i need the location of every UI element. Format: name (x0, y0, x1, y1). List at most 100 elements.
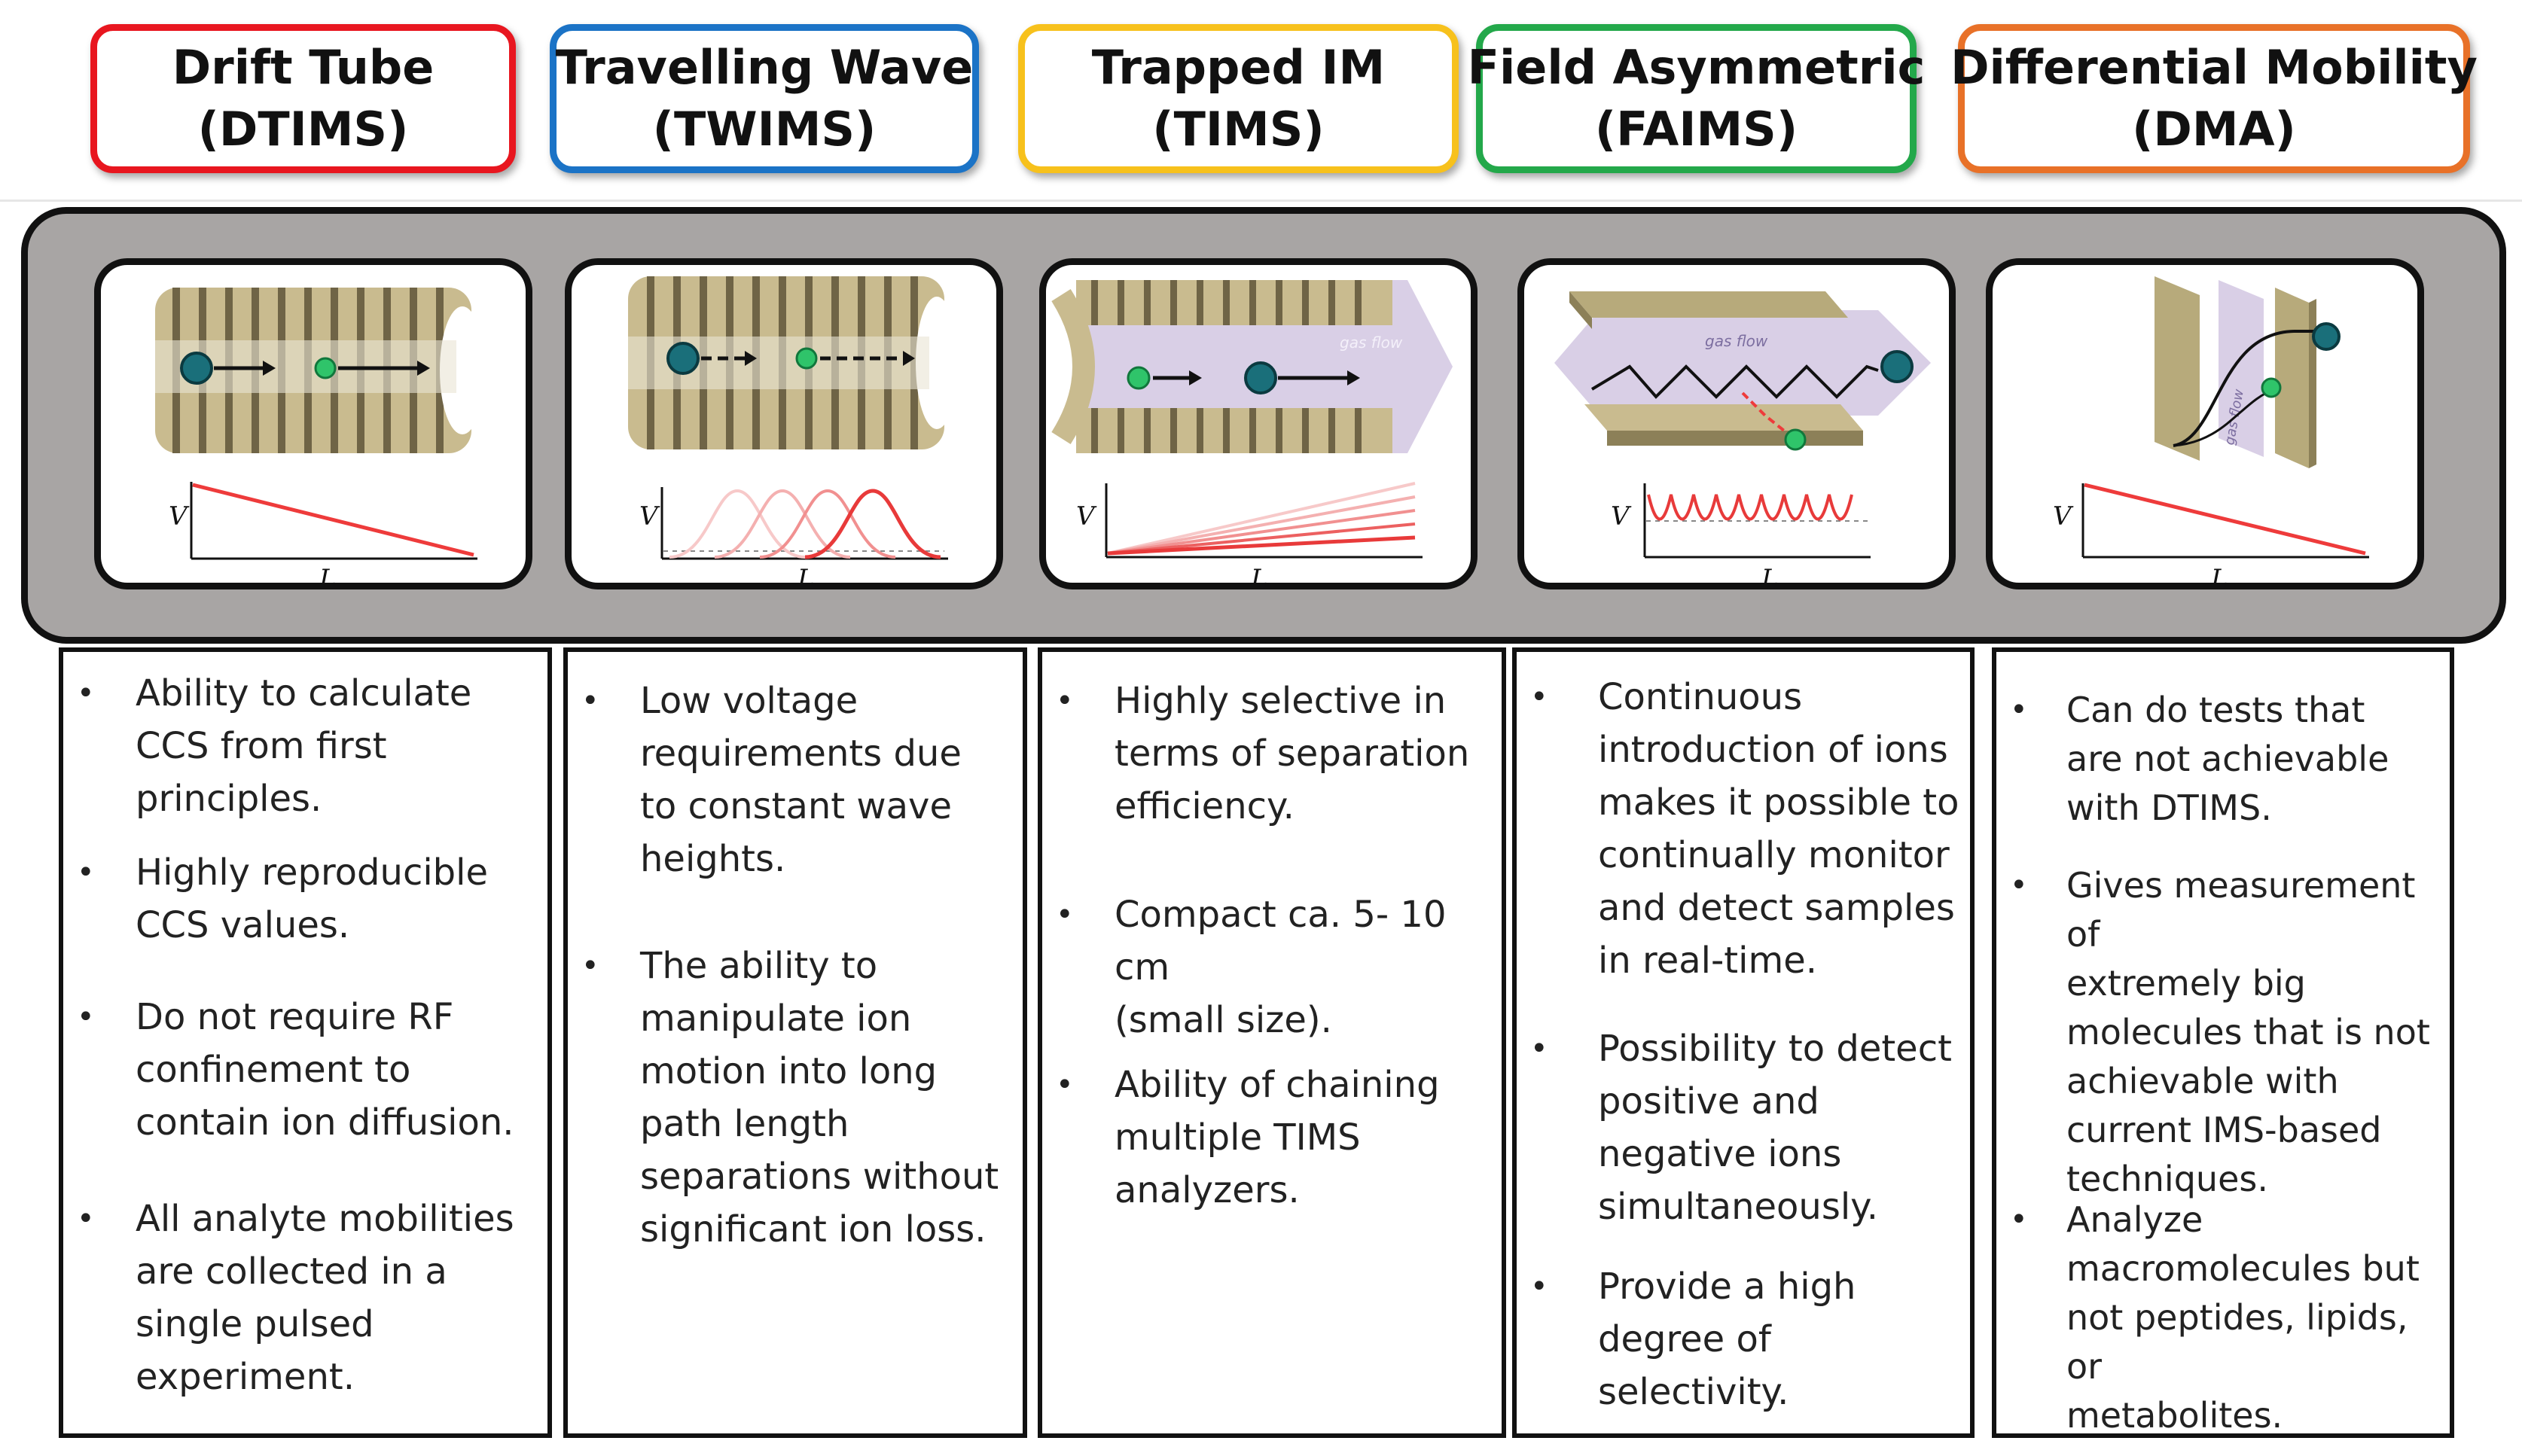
bullet-text: Do not require RF confinement to contain… (136, 996, 514, 1144)
column-twims: • Low voltage requirements due to consta… (563, 647, 1027, 1438)
panel-dtims: V L (94, 258, 532, 589)
tims-schematic: gas flow V L (1051, 280, 1453, 589)
twims-schematic: V L (628, 276, 958, 589)
list-item: • Low voltage requirements due to consta… (568, 675, 1023, 885)
header-tims-title: Trapped IM (1091, 40, 1386, 95)
ion-small (1127, 366, 1151, 390)
bullet-icon: • (77, 855, 95, 890)
waveform-plot: V L (1611, 483, 1871, 589)
bullet-icon: • (581, 684, 599, 718)
list-item: • Provide a high degree of selectivity. (1517, 1260, 1970, 1418)
axis-label-l: L (319, 564, 337, 589)
list-item: • Do not require RF confinement to conta… (63, 991, 547, 1149)
list-item: • Compact ca. 5- 10 cm (small size). (1042, 888, 1502, 1046)
bullet-text: Highly selective in terms of separation … (1115, 680, 1470, 827)
axis-label-l: L (797, 564, 815, 589)
list-item: • Highly selective in terms of separatio… (1042, 675, 1502, 833)
bullet-text: Gives measurement of extremely big molec… (2066, 865, 2430, 1199)
bullet-icon: • (581, 949, 599, 983)
bullet-icon: • (2010, 1202, 2028, 1237)
dma-schematic: gas flow V L (2053, 276, 2369, 589)
faims-schematic: gas flow V L (1554, 291, 1931, 589)
ion-large (180, 352, 213, 385)
axis-label-l: L (1761, 564, 1779, 589)
voltage-plot: V L (169, 482, 477, 589)
ion-small (314, 357, 337, 379)
header-dtims: Drift Tube (DTIMS) (90, 24, 516, 173)
bullet-icon: • (1530, 1031, 1548, 1066)
list-item: • Analyze macromolecules but not peptide… (1996, 1196, 2450, 1440)
header-faims-title: Field Asymmetric (1467, 40, 1926, 95)
ion-small (2261, 377, 2282, 398)
twims-rings (628, 276, 958, 449)
ion-large (1244, 361, 1277, 394)
column-dma: • Can do tests that are not achievable w… (1992, 647, 2454, 1438)
header-tims-abbrev: (TIMS) (1152, 102, 1325, 157)
ion-small (795, 347, 818, 370)
axis-label-l: L (2210, 564, 2228, 589)
header-faims-abbrev: (FAIMS) (1594, 102, 1798, 157)
bullet-text: Possibility to detect positive and negat… (1598, 1028, 1952, 1228)
header-tims: Trapped IM (TIMS) (1018, 24, 1459, 173)
bullet-icon: • (1530, 680, 1548, 714)
voltage-plot: V L (2053, 483, 2369, 589)
wave-plot: V L (639, 487, 948, 589)
list-item: • Ability to calculate CCS from first pr… (63, 667, 547, 825)
list-item: • Continuous introduction of ions makes … (1517, 671, 1970, 987)
axis-label-v: V (639, 501, 660, 532)
bullet-text: Analyze macromolecules but not peptides,… (2066, 1199, 2420, 1436)
bullet-icon: • (77, 1000, 95, 1034)
ion-zigzag-path (1590, 364, 1879, 399)
bullet-icon: • (1056, 684, 1074, 718)
bullet-text: Ability of chaining multiple TIMS analyz… (1115, 1064, 1440, 1211)
bullet-text: Low voltage requirements due to constant… (640, 680, 962, 880)
bullet-icon: • (1056, 1068, 1074, 1102)
ion-large (1880, 350, 1914, 383)
bullet-text: The ability to manipulate ion motion int… (640, 945, 999, 1250)
ramp-plot: V L (1076, 482, 1423, 589)
bullet-icon: • (1530, 1269, 1548, 1304)
header-dtims-abbrev: (DTIMS) (197, 102, 409, 157)
panel-twims: V L (565, 258, 1003, 589)
column-tims: • Highly selective in terms of separatio… (1038, 647, 1506, 1438)
axis-label-v: V (1611, 501, 1632, 532)
panel-faims: gas flow V L (1517, 258, 1956, 589)
bullet-icon: • (77, 676, 95, 711)
header-dma: Differential Mobility (DMA) (1950, 24, 2478, 173)
bullet-text: Provide a high degree of selectivity. (1598, 1266, 1856, 1413)
list-item: • Possibility to detect positive and neg… (1517, 1022, 1970, 1233)
bullet-icon: • (77, 1202, 95, 1236)
gas-flow-label: gas flow (1340, 334, 1403, 352)
bullet-text: Compact ca. 5- 10 cm (small size). (1115, 894, 1447, 1041)
faims-plates: gas flow (1554, 291, 1931, 446)
bullet-icon: • (2010, 693, 2028, 727)
bullet-text: All analyte mobilities are collected in … (136, 1198, 514, 1398)
list-item: • Gives measurement of extremely big mol… (1996, 861, 2450, 1204)
list-item: • Highly reproducible CCS values. (63, 846, 547, 952)
list-item: • Ability of chaining multiple TIMS anal… (1042, 1058, 1502, 1217)
bullet-text: Continuous introduction of ions makes it… (1598, 676, 1959, 982)
list-item: • All analyte mobilities are collected i… (63, 1193, 547, 1403)
dtims-schematic: V L (155, 288, 485, 589)
ion-trajectory (2173, 330, 2295, 447)
bullet-text: Ability to calculate CCS from first prin… (136, 672, 472, 820)
panel-dma: gas flow V L (1986, 258, 2424, 589)
header-twims-abbrev: (TWIMS) (652, 102, 877, 157)
axis-label-v: V (169, 501, 190, 532)
column-faims: • Continuous introduction of ions makes … (1512, 647, 1975, 1438)
ion-large (666, 342, 700, 375)
axis-label-v: V (2053, 501, 2074, 532)
header-dtims-title: Drift Tube (172, 40, 435, 95)
ion-large (2312, 322, 2341, 351)
header-twims: Travelling Wave (TWIMS) (550, 24, 979, 173)
list-item: • The ability to manipulate ion motion i… (568, 940, 1023, 1256)
axis-label-l: L (1250, 564, 1268, 589)
header-dma-abbrev: (DMA) (2132, 102, 2296, 157)
bullet-icon: • (1056, 897, 1074, 932)
bullet-text: Highly reproducible CCS values. (136, 851, 488, 946)
bullet-text: Can do tests that are not achievable wit… (2066, 690, 2389, 828)
column-dtims: • Ability to calculate CCS from first pr… (59, 647, 552, 1438)
panel-tims: gas flow V L (1039, 258, 1478, 589)
ion-small (1784, 428, 1807, 451)
bullet-icon: • (2010, 868, 2028, 903)
